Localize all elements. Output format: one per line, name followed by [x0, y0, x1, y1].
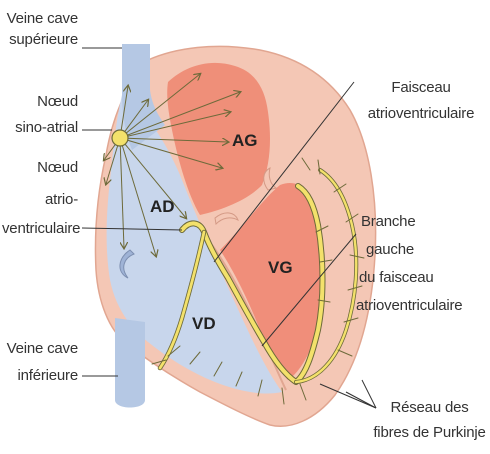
left-av-valve: [214, 212, 239, 226]
label-purkinje-line1: Réseau des: [390, 399, 469, 416]
purkinje-fibers: [151, 157, 365, 405]
label-faisceau-line1: Faisceau: [391, 79, 451, 96]
left-ventricle: [220, 183, 324, 380]
atrioventricular-bundle-fill: [180, 184, 325, 384]
inferior-vena-cava: [115, 318, 145, 408]
right-av-valve: [119, 249, 135, 279]
label-av-line3: ventriculaire: [2, 220, 81, 237]
label-av-line2: atrio-: [45, 191, 78, 208]
superior-vena-cava: [122, 44, 165, 150]
label-sa-line1: Nœud: [37, 93, 78, 110]
chamber-label-ag: AG: [232, 131, 258, 150]
sinoatrial-node: [111, 129, 129, 147]
label-vci-line1: Veine cave: [6, 340, 79, 357]
leader-lines: [81, 47, 377, 409]
label-branche-line4: atrioventriculaire: [356, 297, 463, 314]
label-purkinje-line2: fibres de Purkinje: [373, 424, 486, 441]
right-atrium-ventricle: [106, 95, 282, 394]
label-branche-line2: gauche: [366, 241, 415, 258]
label-vcs-line1: Veine cave: [6, 10, 79, 27]
label-branche-line3: du faisceau: [359, 269, 434, 286]
chamber-label-vd: VD: [192, 314, 216, 333]
label-sa-line2: sino-atrial: [15, 119, 78, 136]
left-bundle-branch-outer-fill: [294, 168, 358, 384]
label-vci-line2: inférieure: [17, 367, 78, 384]
label-branche-line1: Branche: [361, 213, 416, 230]
sa-node-rays: [104, 74, 240, 256]
label-vcs-line2: supérieure: [9, 31, 78, 48]
chamber-label-ad: AD: [150, 197, 175, 216]
left-atrium: [167, 62, 270, 216]
right-bundle-branch-fill: [158, 230, 206, 370]
label-av-line1: Nœud: [37, 159, 78, 176]
label-faisceau-line2: atrioventriculaire: [367, 105, 475, 122]
chamber-label-vg: VG: [268, 258, 293, 277]
